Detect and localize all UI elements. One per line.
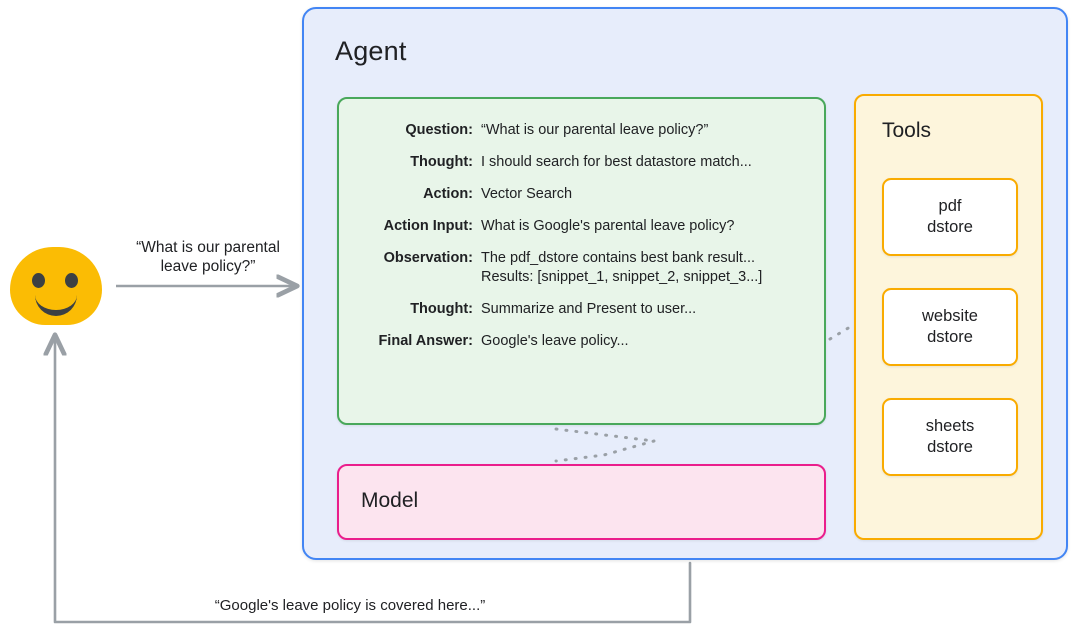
trace-row-value: Google's leave policy...	[481, 333, 629, 349]
user-question-caption: “What is our parental leave policy?”	[136, 239, 280, 275]
trace-row-value: The pdf_dstore contains best bank result…	[481, 250, 763, 285]
trace-row-value: Vector Search	[481, 186, 573, 202]
trace-row-value: What is Google's parental leave policy?	[481, 218, 735, 234]
trace-row-label: Thought:	[410, 301, 473, 317]
trace-row: Action Input: What is Google's parental l…	[339, 217, 824, 236]
tools-list: pdf dstore website dstore sheets dstore	[882, 178, 1018, 508]
tool-card[interactable]: pdf dstore	[882, 178, 1018, 256]
trace-row-label: Action Input:	[383, 218, 473, 234]
trace-row: Thought: I should search for best datasto…	[339, 153, 824, 172]
agent-trace-rows: Question: “What is our parental leave pol…	[339, 121, 824, 364]
trace-row-label: Final Answer:	[378, 333, 473, 349]
avatar-smile-icon	[35, 291, 77, 316]
trace-row-label: Question:	[405, 122, 473, 138]
model-title: Model	[361, 489, 419, 512]
agent-trace-box: Question: “What is our parental leave pol…	[337, 97, 826, 425]
model-box: Model	[337, 464, 826, 540]
avatar-eye-left-icon	[32, 273, 45, 288]
tool-card[interactable]: sheets dstore	[882, 398, 1018, 476]
trace-row: Final Answer: Google's leave policy...	[339, 332, 824, 351]
tools-panel: Tools pdf dstore website dstore sheets dst…	[854, 94, 1043, 540]
agent-title: Agent	[335, 36, 407, 66]
avatar-eye-right-icon	[65, 273, 78, 288]
trace-row: Observation: The pdf_dstore contains best…	[339, 249, 824, 287]
trace-row: Question: “What is our parental leave pol…	[339, 121, 824, 140]
trace-row-label: Thought:	[410, 154, 473, 170]
trace-row-label: Action:	[423, 186, 473, 202]
trace-row: Thought: Summarize and Present to user...	[339, 300, 824, 319]
agent-answer-caption: “Google's leave policy is covered here..…	[214, 597, 486, 614]
trace-row-value: I should search for best datastore match…	[481, 154, 752, 170]
tools-title: Tools	[882, 119, 932, 142]
agent-container: Agent Question: “What is our parental lea…	[302, 7, 1068, 560]
trace-row: Action: Vector Search	[339, 185, 824, 204]
tool-card[interactable]: website dstore	[882, 288, 1018, 366]
trace-row-value: “What is our parental leave policy?”	[481, 122, 709, 138]
user-avatar	[10, 247, 102, 325]
trace-row-label: Observation:	[383, 250, 473, 266]
trace-row-value: Summarize and Present to user...	[481, 301, 697, 317]
